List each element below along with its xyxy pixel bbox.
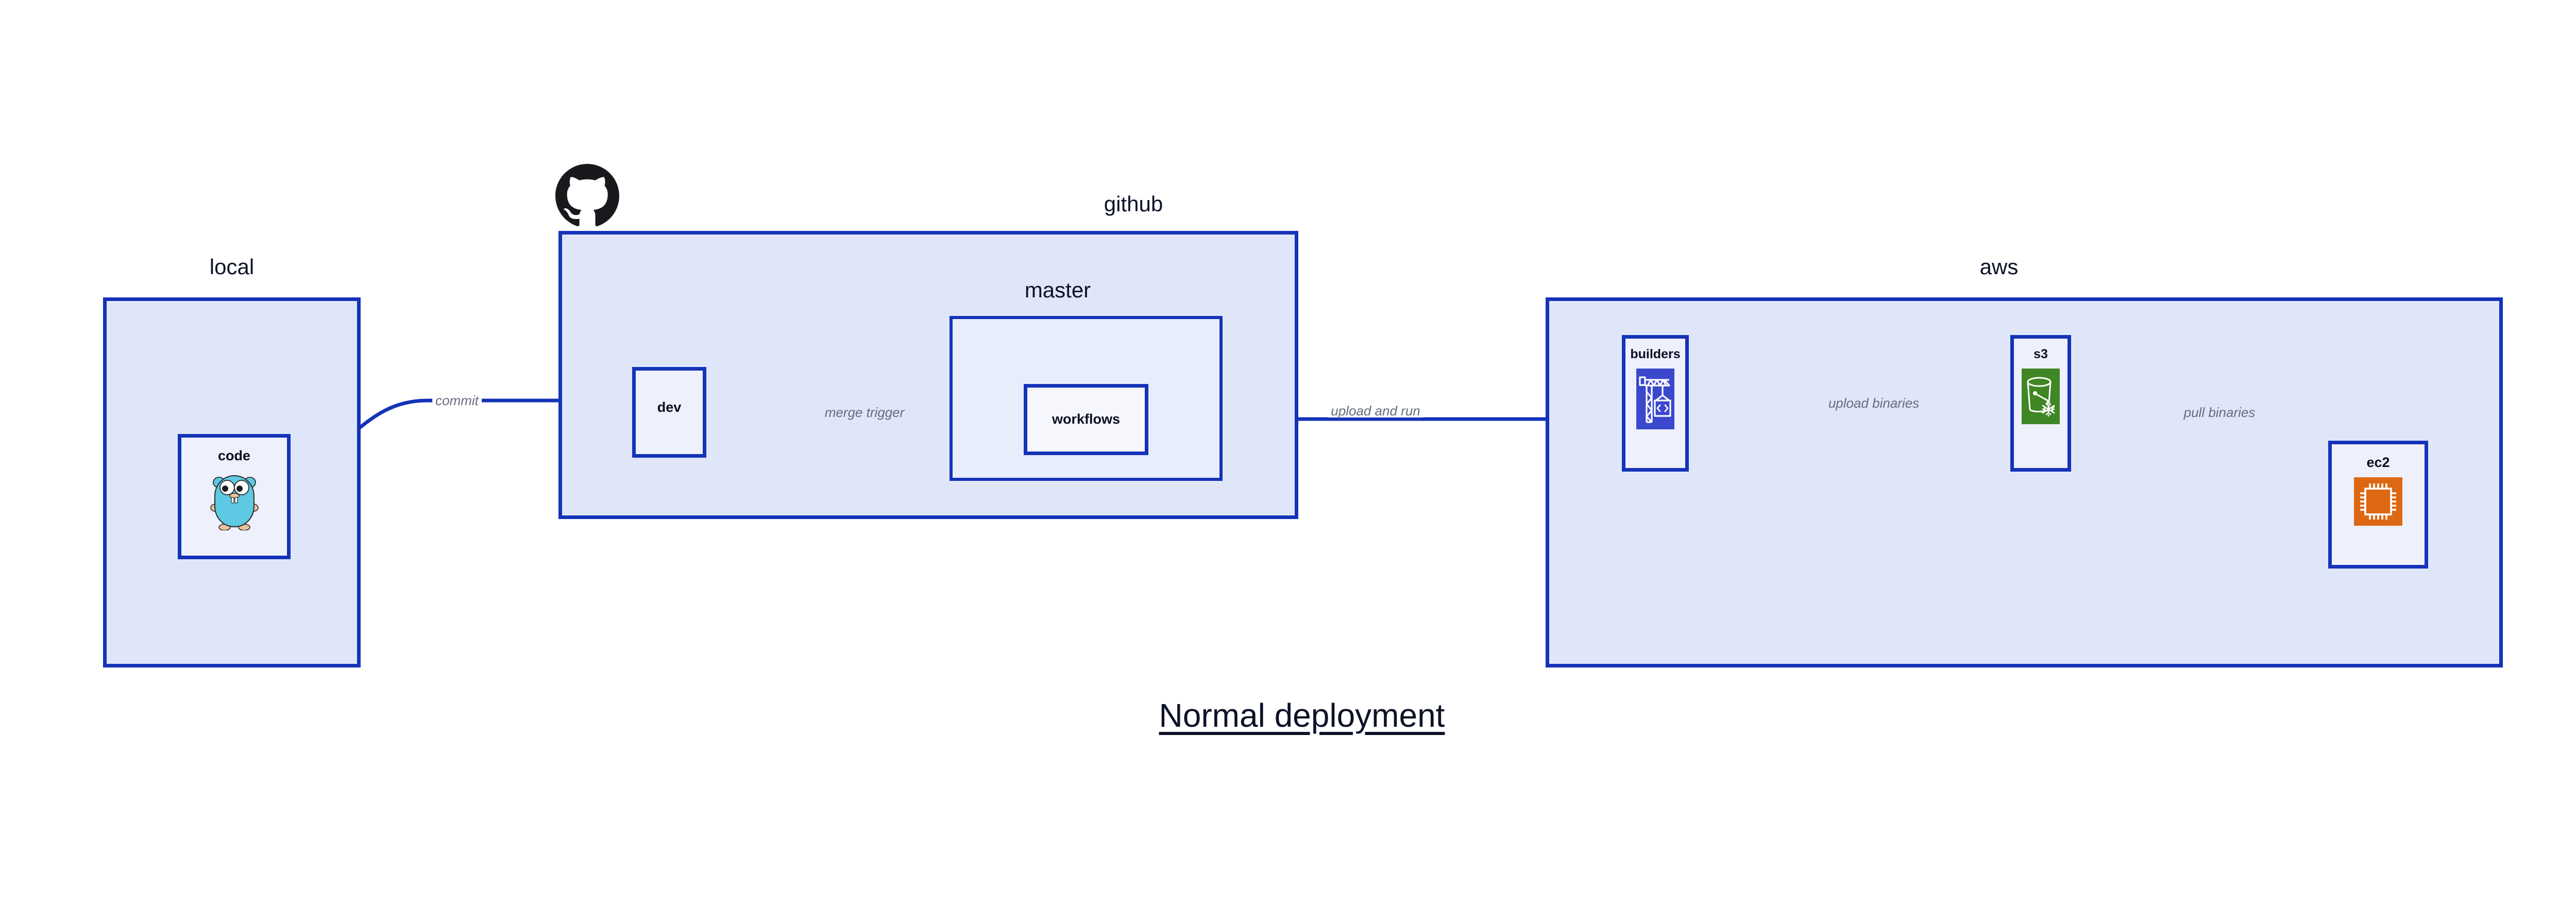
edge-label-pull-binaries: pull binaries bbox=[2180, 406, 2259, 419]
edge-label-upload-and-run: upload and run bbox=[1328, 404, 1423, 417]
group-aws-title: aws bbox=[1979, 255, 2019, 279]
edge-label-commit: commit bbox=[432, 394, 482, 407]
node-dev-label: dev bbox=[657, 399, 682, 415]
node-s3-label: s3 bbox=[2033, 347, 2048, 361]
node-builders[interactable]: builders bbox=[1622, 335, 1689, 472]
edge-label-merge-trigger: merge trigger bbox=[821, 406, 908, 419]
node-workflows-label: workflows bbox=[1052, 411, 1121, 427]
edge-label-upload-binaries: upload binaries bbox=[1825, 396, 1923, 410]
group-github-title: github bbox=[1104, 192, 1163, 216]
figure-caption: Normal deployment bbox=[1159, 697, 1445, 734]
node-s3[interactable]: s3 bbox=[2010, 335, 2071, 472]
node-code-label: code bbox=[217, 448, 251, 463]
group-master-title: master bbox=[1024, 278, 1091, 302]
github-octocat-icon bbox=[555, 164, 619, 228]
node-code[interactable]: code bbox=[178, 434, 291, 559]
crane-code-icon bbox=[1636, 369, 1674, 429]
node-ec2-label: ec2 bbox=[2366, 455, 2390, 470]
node-builders-label: builders bbox=[1630, 347, 1681, 361]
node-dev[interactable]: dev bbox=[632, 367, 706, 458]
node-workflows[interactable]: workflows bbox=[1024, 384, 1148, 455]
group-local-title: local bbox=[209, 255, 255, 279]
node-ec2[interactable]: ec2 bbox=[2328, 441, 2428, 569]
cpu-chip-icon bbox=[2354, 477, 2402, 526]
s3-bucket-icon bbox=[2022, 369, 2060, 424]
go-gopher-icon bbox=[208, 470, 261, 531]
